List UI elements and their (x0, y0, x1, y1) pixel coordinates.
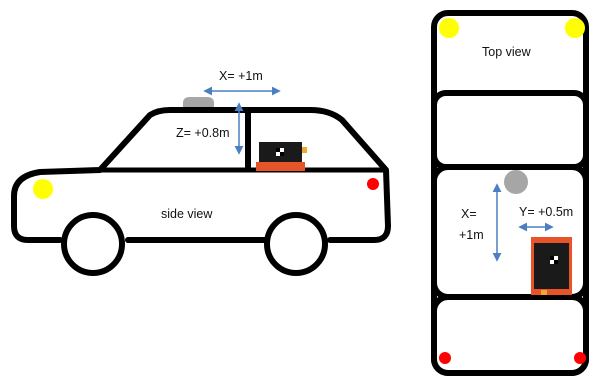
top-headlight-left (439, 18, 459, 38)
side-view: X= +1m Z= +0.8m side view (11, 69, 391, 276)
top-view: Top view X= +1m Y= +0.5m (431, 10, 589, 376)
sensor-box-side (256, 142, 307, 171)
x-offset-label: X= +1m (219, 69, 263, 83)
top-taillight-right (574, 352, 586, 364)
front-wheel (61, 212, 125, 276)
y-offset-label: Y= +0.5m (519, 205, 573, 219)
top-x-offset-label-line1: X= (461, 207, 477, 221)
top-view-section-hood (431, 90, 589, 170)
sensor-box-top (531, 237, 572, 295)
top-x-offset-label-line2: +1m (459, 228, 484, 242)
taillight (367, 178, 379, 190)
top-sensor-dome (504, 170, 528, 194)
z-offset-label: Z= +0.8m (176, 126, 230, 140)
rear-wheel (264, 212, 328, 276)
top-view-section-trunk (431, 294, 589, 376)
car-body-outline (11, 107, 391, 243)
side-view-label: side view (161, 207, 213, 221)
top-view-label: Top view (482, 45, 532, 59)
top-taillight-left (439, 352, 451, 364)
headlight (33, 179, 53, 199)
top-headlight-right (565, 18, 585, 38)
roof-sensor-dome (183, 97, 214, 109)
